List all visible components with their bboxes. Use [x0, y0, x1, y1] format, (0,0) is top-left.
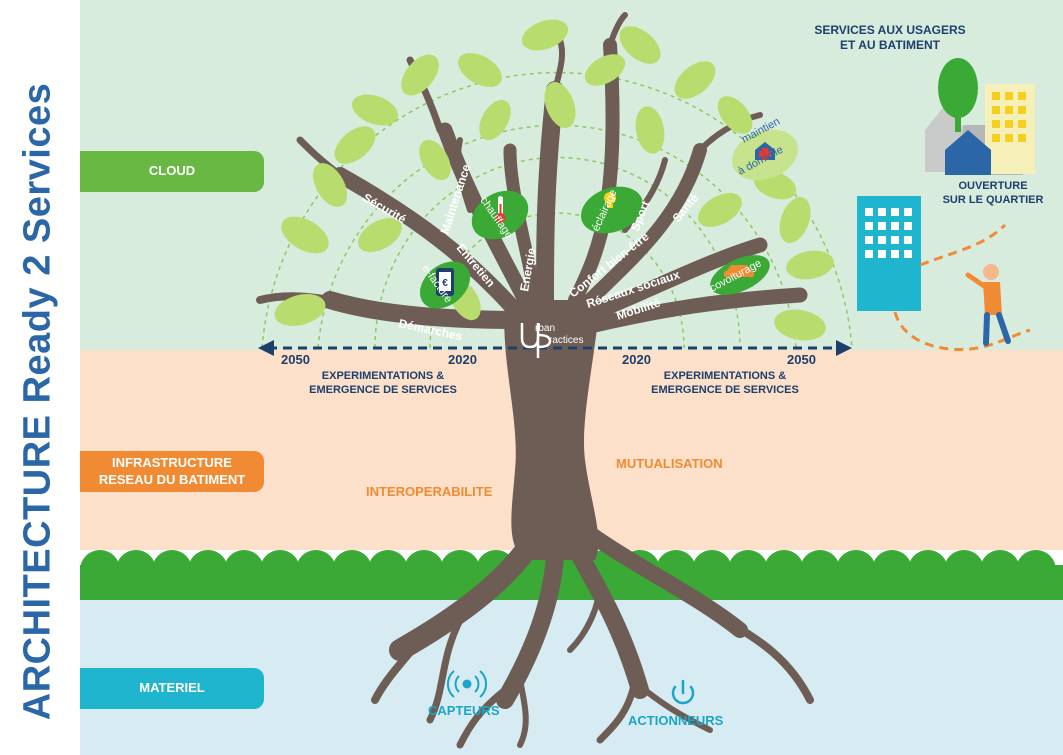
urban-practices-logo: rban ractices: [520, 323, 583, 358]
hedge-bump: [80, 550, 120, 590]
lightbulb-icon: [604, 192, 616, 204]
title-strip: [0, 0, 80, 755]
building-window: [865, 208, 873, 216]
building-window: [891, 208, 899, 216]
building-window: [878, 236, 886, 244]
opening-label: OUVERTURE SUR LE QUARTIER: [928, 179, 1058, 207]
building-window: [891, 250, 899, 258]
mutualisation-label: MUTUALISATION: [616, 456, 723, 471]
hedge-bump: [728, 550, 768, 590]
interoperability-label: INTEROPERABILITE: [366, 484, 493, 499]
timeline-caption-right: EXPERIMENTATIONS & EMERGENCE DE SERVICES: [640, 369, 810, 397]
building-window: [904, 222, 912, 230]
hedge-bump: [836, 550, 876, 590]
hedge-bump: [440, 550, 480, 590]
power-icon: [671, 679, 695, 705]
building-window: [878, 208, 886, 216]
sensor-icon: [447, 670, 487, 698]
svg-text:€: €: [442, 278, 448, 289]
hedge-bump: [152, 550, 192, 590]
hedge-bump: [116, 550, 156, 590]
services-title-line1: SERVICES AUX USAGERS: [814, 23, 966, 37]
hedge-bump: [980, 550, 1020, 590]
opening-label-line1: OUVERTURE: [958, 180, 1028, 192]
layer-label-material: MATERIEL: [80, 668, 264, 709]
hedge-bump: [296, 550, 336, 590]
year-right-inner: 2020: [622, 352, 651, 367]
caption-left-line2: EMERGENCE DE SERVICES: [309, 384, 457, 396]
person-icon: [965, 264, 1011, 346]
tree-icon: [938, 58, 978, 118]
building-window: [865, 250, 873, 258]
year-right-outer: 2050: [787, 352, 816, 367]
chauffage-leaf: [471, 190, 529, 240]
hedge-bump: [1016, 550, 1056, 590]
building-window: [878, 222, 886, 230]
sensors-label: CAPTEURS: [428, 703, 500, 718]
hedge-bump: [368, 550, 408, 590]
hedge-bump: [908, 550, 948, 590]
building-window: [904, 208, 912, 216]
hedge-bump: [404, 550, 444, 590]
timeline-arrow: [258, 340, 852, 356]
logo-text-top: rban: [535, 323, 555, 334]
maintien-leaf: [732, 129, 798, 181]
building-window: [891, 236, 899, 244]
logo-text-bottom: ractices: [549, 335, 583, 346]
opening-label-line2: SUR LE QUARTIER: [942, 194, 1044, 206]
building-window: [865, 236, 873, 244]
e-facture-leaf: €: [419, 261, 471, 309]
tree-trunk: [504, 300, 600, 560]
building-window: [878, 250, 886, 258]
diagram-title: ARCHITECTURE Ready 2 Services: [16, 82, 59, 721]
smart-building-icon: [857, 196, 921, 311]
building-window: [904, 250, 912, 258]
year-left-inner: 2020: [448, 352, 477, 367]
building-window: [904, 236, 912, 244]
hedge-bump: [260, 550, 300, 590]
caption-right-line2: EMERGENCE DE SERVICES: [651, 384, 799, 396]
caption-right-line1: EXPERIMENTATIONS &: [663, 370, 787, 382]
hedge-bump: [332, 550, 372, 590]
neighbourhood-buildings: [925, 58, 1035, 175]
caption-left-line1: EXPERIMENTATIONS &: [321, 370, 445, 382]
eclairage-leaf: [581, 186, 643, 234]
building-window: [865, 222, 873, 230]
house-icon: [945, 130, 991, 175]
car-icon: [726, 265, 752, 272]
hedge-bump: [224, 550, 264, 590]
hedge-bump: [692, 550, 732, 590]
hedge-bump: [764, 550, 804, 590]
actuators-label: ACTIONNEURS: [628, 713, 724, 728]
hedge-bump: [872, 550, 912, 590]
walking-path: [893, 311, 1031, 351]
hedge-bump: [188, 550, 228, 590]
infrastructure-label-line2: RESEAU DU BATIMENT: [98, 471, 246, 487]
hedge-bump: [800, 550, 840, 590]
covoiturage-leaf: [710, 255, 770, 295]
services-title: SERVICES AUX USAGERS ET AU BATIMENT: [790, 23, 990, 53]
services-title-line2: ET AU BATIMENT: [840, 38, 940, 52]
tree-foliage: [274, 19, 834, 341]
year-left-outer: 2050: [281, 352, 310, 367]
timeline-caption-left: EXPERIMENTATIONS & EMERGENCE DE SERVICES: [298, 369, 468, 397]
infrastructure-label-line1: INFRASTRUCTURE: [112, 455, 232, 471]
connection-path: [919, 223, 1007, 267]
building-window: [891, 222, 899, 230]
hedge-bump: [944, 550, 984, 590]
layer-label-cloud: CLOUD: [80, 151, 264, 192]
